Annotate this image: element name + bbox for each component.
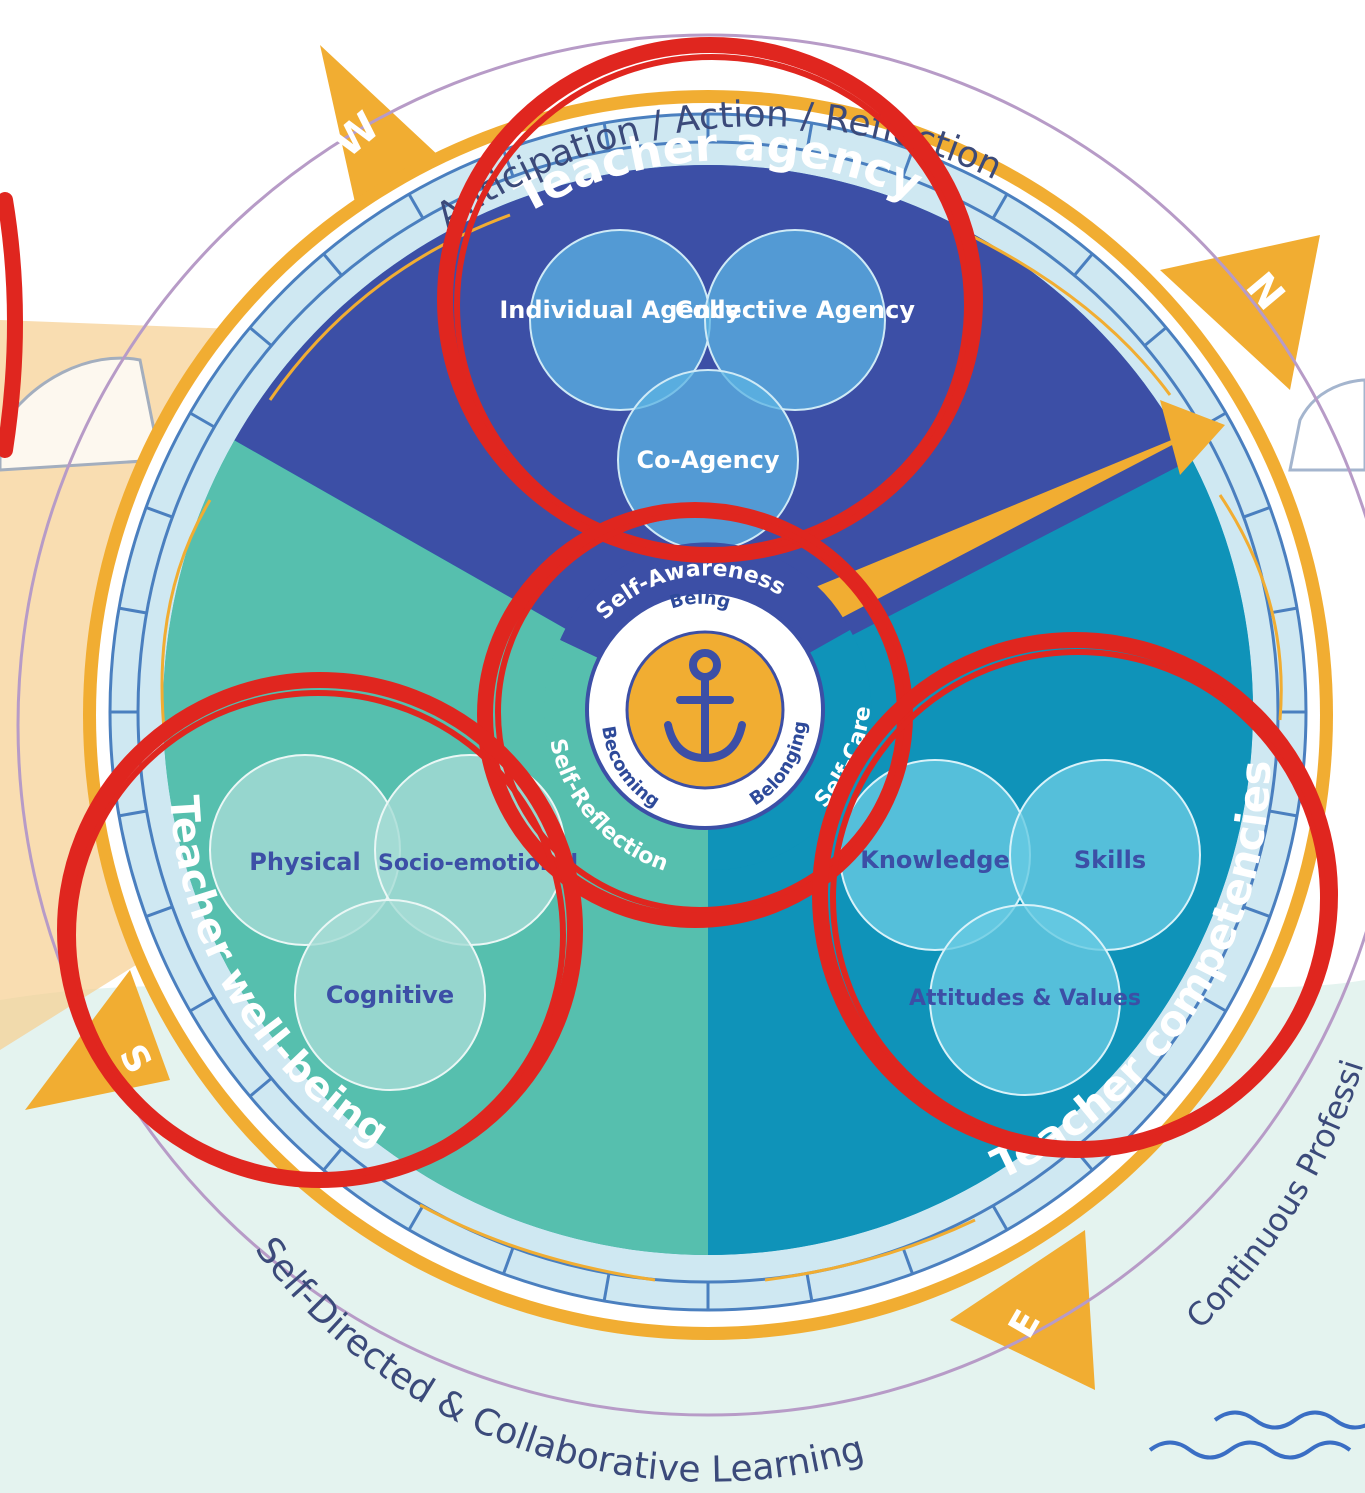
tick-mark bbox=[1073, 252, 1094, 277]
tick-mark bbox=[145, 905, 173, 918]
tick-mark bbox=[248, 326, 273, 347]
cloud-right bbox=[1288, 378, 1365, 472]
tick-mark bbox=[602, 122, 611, 151]
red-arc-left-edge bbox=[0, 192, 23, 458]
anchor-icon bbox=[664, 649, 746, 763]
venn-label-co-agency: Co-Agency bbox=[636, 446, 779, 474]
compass-arrow-head bbox=[1160, 400, 1225, 475]
tick-mark bbox=[118, 809, 147, 818]
needle-e bbox=[950, 1230, 1095, 1390]
tick-mark bbox=[322, 1147, 343, 1172]
tick-mark bbox=[805, 1273, 814, 1302]
tick-mark bbox=[1243, 506, 1271, 519]
tick-mark bbox=[1200, 995, 1227, 1013]
venn-label-skills: Skills bbox=[1074, 846, 1146, 874]
tick-mark bbox=[1143, 1077, 1168, 1098]
venn-label-collective-agency: Collective Agency bbox=[675, 296, 915, 324]
needle-n bbox=[1160, 235, 1320, 390]
compass-arrow-icon bbox=[760, 420, 1220, 650]
tick-mark bbox=[991, 193, 1009, 220]
tick-marks bbox=[110, 114, 1306, 1310]
tick-mark bbox=[991, 1204, 1009, 1231]
red-annotations bbox=[0, 37, 1338, 1188]
red-circle-competencies bbox=[812, 632, 1338, 1158]
tick-mark bbox=[322, 252, 343, 277]
outer-thin-ring bbox=[16, 33, 1365, 1417]
tick-mark bbox=[502, 149, 515, 177]
tick-mark bbox=[145, 506, 173, 519]
tick-mark bbox=[189, 995, 216, 1013]
venn-label-knowledge: Knowledge bbox=[860, 846, 1009, 874]
cycle-arrows bbox=[160, 213, 1283, 1282]
tick-mark bbox=[189, 411, 216, 429]
tick-mark bbox=[407, 1204, 425, 1231]
red-circle-wellbeing bbox=[57, 672, 583, 1188]
tick-mark bbox=[805, 122, 814, 151]
tick-mark bbox=[901, 1247, 914, 1275]
tick-mark bbox=[1269, 606, 1298, 615]
tick-mark bbox=[118, 606, 147, 615]
tick-mark bbox=[407, 193, 425, 220]
tick-mark bbox=[248, 1077, 273, 1098]
tick-mark bbox=[502, 1247, 515, 1275]
tick-mark bbox=[602, 1273, 611, 1302]
tick-mark bbox=[1269, 809, 1298, 818]
tick-mark bbox=[1143, 326, 1168, 347]
tick-mark bbox=[1243, 905, 1271, 918]
venn-label-attitudes-values: Attitudes & Values bbox=[909, 986, 1141, 1011]
venn-label-physical: Physical bbox=[249, 848, 360, 876]
venn-label-individual-agency: Individual Agency bbox=[499, 296, 741, 324]
venn-label-cognitive: Cognitive bbox=[326, 981, 454, 1009]
waves bbox=[1148, 1410, 1365, 1460]
